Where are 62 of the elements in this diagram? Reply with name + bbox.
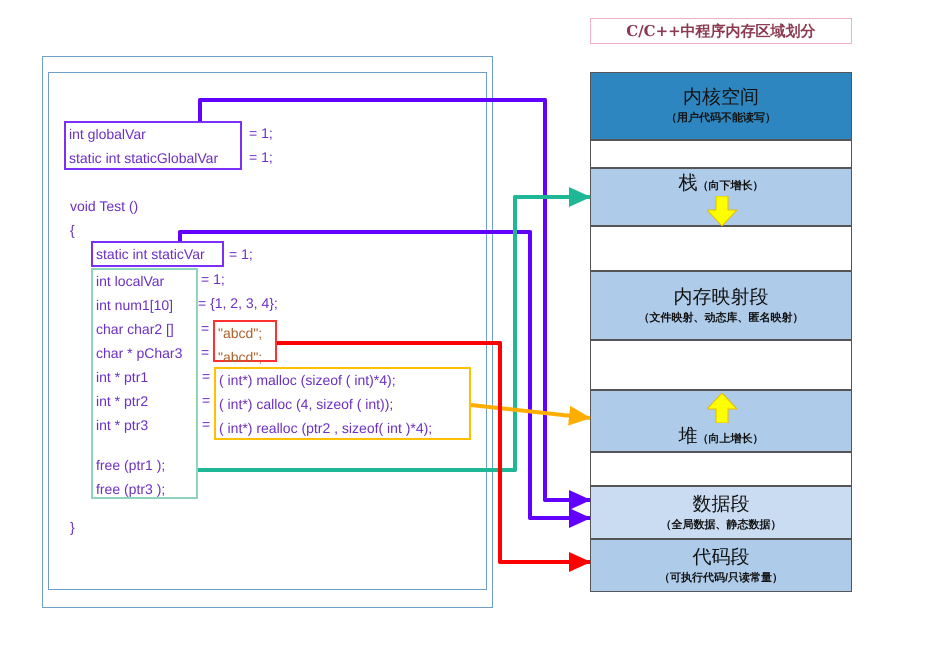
code-text: ( int*) realloc (ptr2 , sizeof( int )*4);	[219, 419, 432, 438]
arrow	[277, 341, 591, 572]
segment-title: 代码段	[692, 544, 750, 568]
segment-note: （向上增长）	[698, 432, 764, 447]
segment-note: （用户代码不能读写）	[666, 110, 776, 126]
memory-segment	[590, 72, 852, 140]
code-panel	[42, 56, 493, 608]
memory-segment	[590, 168, 852, 226]
code-text: free (ptr1 );	[96, 456, 166, 475]
code-text: {	[70, 221, 75, 240]
code-text: ( int*) calloc (4, sizeof ( int));	[219, 395, 394, 414]
code-text: = 1;	[229, 245, 253, 264]
memory-segment	[590, 486, 852, 539]
code-text: int * ptr3	[96, 416, 148, 435]
code-text: =	[202, 415, 210, 434]
arrow	[198, 187, 591, 472]
code-text: "abcd";	[218, 324, 262, 343]
segment-note: （文件映射、动态库、匿名映射）	[638, 310, 804, 326]
code-text: void Test ()	[70, 197, 138, 216]
segment-title: 内存映射段	[674, 284, 768, 308]
memory-segment	[590, 226, 852, 271]
code-text: =	[202, 391, 210, 410]
memory-segment	[590, 452, 852, 486]
code-text: = 1;	[249, 148, 273, 167]
code-text: int * ptr2	[96, 392, 148, 411]
memory-segment	[590, 271, 852, 340]
memory-segment	[590, 340, 852, 390]
memory-segment	[590, 140, 852, 168]
code-text: }	[70, 518, 75, 537]
code-text: =	[201, 319, 210, 338]
code-text: char * pChar3	[96, 344, 182, 363]
code-text: = 1;	[249, 124, 273, 143]
segment-note: （全局数据、静态数据）	[660, 518, 782, 532]
code-text: =	[202, 367, 210, 386]
code-text: ( int*) malloc (sizeof ( int)*4);	[219, 371, 396, 390]
code-text: =	[201, 343, 210, 362]
segment-title: 内核空间	[683, 85, 759, 109]
code-text: int globalVar	[69, 125, 146, 144]
highlight-box	[91, 268, 198, 499]
code-text: = 1;	[201, 270, 225, 289]
code-text: char char2 []	[96, 320, 174, 339]
highlight-box	[214, 367, 471, 440]
code-text: int localVar	[96, 272, 164, 291]
code-text: = {1, 2, 3, 4};	[198, 294, 278, 313]
segment-title: 数据段	[692, 492, 750, 516]
arrow	[178, 230, 591, 528]
memory-segment	[590, 539, 852, 592]
code-text: static int staticGlobalVar	[69, 149, 218, 168]
code-text: static int staticVar	[96, 245, 205, 264]
arrow	[198, 98, 591, 510]
segment-title: 栈	[678, 171, 698, 195]
highlight-box	[64, 121, 242, 170]
memory-segment	[590, 390, 852, 452]
segment-note: （可执行代码/只读常量）	[658, 570, 784, 586]
title-box: C/C++中程序内存区域划分	[590, 18, 852, 44]
code-text: free (ptr3 );	[96, 480, 166, 499]
highlight-box	[91, 241, 224, 267]
arrow	[470, 403, 591, 426]
segment-note: （向下增长）	[698, 178, 764, 194]
code-text: int * ptr1	[96, 368, 148, 387]
code-text: int num1[10]	[96, 296, 174, 315]
segment-title: 堆	[678, 424, 698, 448]
